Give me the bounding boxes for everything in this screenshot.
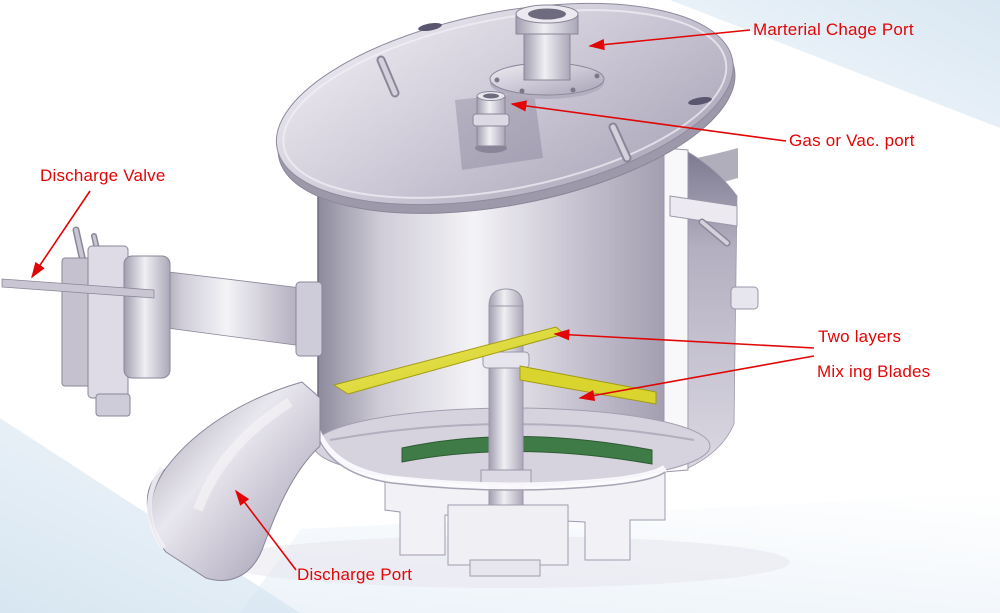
label-two-layers: Two layers — [818, 327, 902, 346]
lid-slot — [418, 22, 442, 32]
vessel-interior-wall — [687, 151, 738, 469]
discharge-valve-assembly — [61, 226, 171, 417]
vessel-bottom-rim-line — [315, 431, 666, 491]
shaft-bottom-housing — [447, 504, 569, 577]
leader-material-charge-port — [588, 29, 751, 51]
mixing-blade-lower — [519, 365, 657, 405]
discharge-chute — [146, 381, 321, 581]
vessel-lid — [275, 2, 736, 214]
valve-stem-rod — [1, 278, 155, 299]
discharge-pipe — [151, 269, 319, 349]
leader-gas-vac-port — [510, 100, 787, 142]
side-bracket — [669, 195, 759, 310]
lid-pin — [608, 122, 632, 163]
label-discharge-port: Discharge Port — [297, 565, 413, 584]
label-mixing-blades: Mix ing Blades — [817, 362, 931, 381]
leader-discharge-valve — [31, 190, 91, 279]
pipe-flange — [295, 281, 323, 357]
leader-discharge-port — [235, 489, 297, 571]
label-material-charge-port: Marterial Chage Port — [753, 20, 914, 39]
lid-slot — [688, 96, 712, 106]
bottom-scraper-blade — [401, 436, 653, 465]
vessel-bottom-rim — [312, 426, 668, 490]
label-gas-vac-port: Gas or Vac. port — [789, 131, 915, 150]
cutaway-wall-section — [663, 147, 689, 473]
leader-mixing-blade-upper — [553, 329, 815, 349]
label-discharge-valve: Discharge Valve — [40, 166, 166, 185]
gas-vac-port — [472, 91, 510, 153]
leader-mixing-blade-lower — [578, 355, 815, 401]
lid-pin — [376, 55, 400, 98]
material-charge-port — [489, 4, 605, 99]
